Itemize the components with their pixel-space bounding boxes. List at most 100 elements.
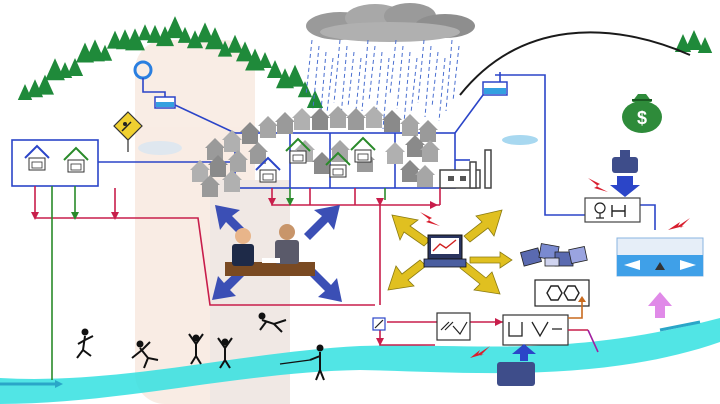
computer-icon [423, 234, 467, 268]
raindrop-line [424, 45, 432, 118]
people-group [76, 312, 325, 381]
city-buildings-icon [190, 106, 440, 197]
lightning-icon [420, 178, 690, 358]
raindrop-line [445, 39, 453, 112]
tree-icon [285, 64, 305, 87]
tree-icon [97, 44, 113, 61]
building-icon [248, 142, 268, 164]
tree-icon [226, 34, 244, 53]
raindrop-line [305, 39, 313, 96]
people-silhouette-icon [188, 333, 204, 365]
tree-icon [137, 24, 153, 41]
building-icon [418, 120, 438, 142]
raindrop-line [410, 57, 418, 114]
people-silhouette-icon [258, 312, 287, 333]
building-icon [415, 165, 435, 187]
raindrop-line [396, 45, 404, 110]
forest-icon [17, 16, 324, 108]
tree-icon [36, 74, 54, 95]
raindrop-line [452, 45, 460, 102]
settling-basin [616, 237, 704, 277]
money-bag-icon: $ [622, 94, 662, 133]
building-icon [400, 160, 420, 182]
building-icon [258, 116, 278, 138]
building-icon [312, 152, 332, 174]
tree-icon [186, 30, 204, 49]
people-silhouette-icon [76, 328, 94, 359]
building-icon [328, 106, 348, 128]
people-silhouette-icon [131, 340, 159, 369]
raindrop-line [312, 45, 320, 110]
building-icon [222, 130, 242, 152]
tree-icon [156, 26, 174, 47]
hexagon-chemical-icon [534, 279, 590, 307]
raindrop-line [333, 39, 341, 104]
building-icon [205, 138, 225, 160]
treatment-unit-icon [584, 197, 641, 223]
money-symbol: $ [637, 108, 647, 128]
water-tank-icon [154, 96, 176, 109]
building-icon [292, 108, 312, 130]
arrowheads [31, 198, 503, 346]
pink-arrow-icon [648, 292, 672, 318]
tree-icon [236, 41, 254, 62]
house-icon [24, 144, 50, 171]
factory-icon [439, 135, 538, 189]
building-icon [310, 108, 330, 130]
rain-lines [305, 39, 460, 130]
electric-arrows [387, 209, 513, 295]
house-icon [285, 137, 311, 164]
house-icon [325, 151, 351, 178]
switch-box-icon [372, 317, 386, 331]
meeting-people-icon [225, 224, 315, 276]
tree-icon [85, 39, 105, 62]
raindrop-line [361, 39, 369, 112]
people-silhouette-icon [217, 337, 233, 369]
houses-group [24, 136, 376, 183]
raindrop-line [438, 57, 446, 122]
background-presenter-silhouette [135, 40, 290, 404]
raindrop-line [389, 39, 397, 96]
hill-outline [459, 31, 691, 96]
tree-icon [66, 58, 84, 77]
pump-icon [610, 150, 640, 197]
raindrop-line [368, 45, 376, 102]
tree-icon [205, 27, 225, 50]
building-icon [405, 135, 425, 157]
building-icon [190, 160, 210, 182]
tree-icon [306, 90, 324, 108]
raindrop-line [340, 45, 348, 118]
house-icon [350, 136, 376, 163]
tree-icon [697, 37, 713, 53]
screen-process-box [436, 312, 471, 341]
outflow-pipes [568, 300, 599, 353]
building-icon [275, 112, 295, 134]
raindrop-line [382, 57, 390, 130]
river-flow [0, 318, 720, 404]
building-icon [208, 155, 228, 177]
raindrop-line [347, 51, 355, 108]
tree-icon [266, 59, 284, 78]
building-icon [420, 140, 440, 162]
raindrop-line [326, 57, 334, 114]
tree-icon [177, 26, 193, 43]
warning-sign-icon [113, 111, 182, 155]
tree-icon [196, 22, 214, 43]
orange-arrowhead [578, 296, 586, 302]
building-icon [240, 122, 260, 144]
tree-icon [257, 52, 273, 69]
rain-cloud-icon [306, 3, 475, 42]
building-icon [400, 114, 420, 136]
tree-icon [146, 24, 164, 43]
building-icon [364, 106, 384, 128]
network-devices-icon [520, 243, 588, 267]
house-icon [63, 146, 89, 173]
tree-icon [685, 30, 703, 50]
building-icon [382, 110, 402, 132]
water-tank-icon [482, 81, 508, 96]
house-icon [255, 156, 281, 183]
treatment-process-box [502, 314, 569, 346]
raindrop-line [403, 51, 411, 124]
